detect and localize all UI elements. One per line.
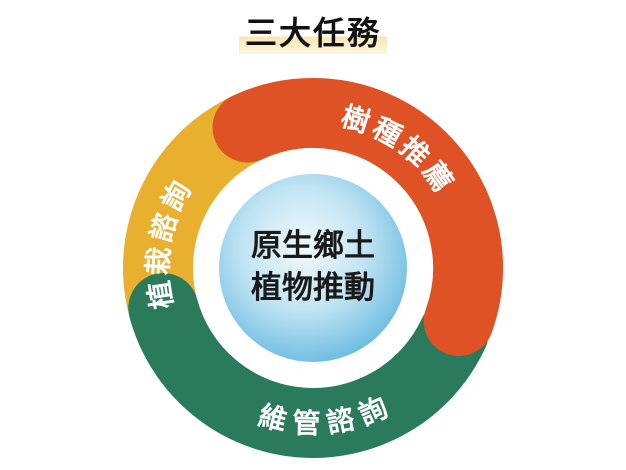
diagram-title: 三大任務 (238, 8, 387, 54)
segment-orange (212, 77, 504, 356)
center-label-line2: 植物推動 (251, 270, 375, 306)
segment-green (128, 273, 489, 458)
center-circle (215, 170, 411, 366)
title-container: 三大任務 (0, 8, 626, 54)
center-label-line1: 原生鄉土 (251, 228, 375, 264)
